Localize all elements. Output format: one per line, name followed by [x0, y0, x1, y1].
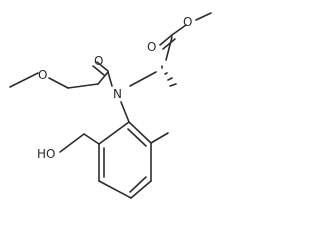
hashed-wedge-bond: [161, 65, 177, 87]
bond-carbonyl-alpha: [165, 36, 173, 61]
bond-ch2-oh: [59, 133, 85, 153]
bond-amide-carbonyl-b: [92, 65, 105, 76]
bond-carbonyl-double-a: [159, 34, 173, 46]
bond-ester-methyl-o: [195, 12, 212, 21]
bond-ring-ch2: [83, 133, 100, 145]
bond-ch2-o: [48, 77, 69, 89]
bond-ester-o-carbonyl: [171, 24, 187, 36]
ester-methyl-oxygen-label: O: [183, 15, 192, 29]
benzene-ring: [98, 121, 152, 199]
bond-carbonyl-double-b: [162, 38, 176, 50]
amide-nitrogen-label: N: [113, 87, 122, 101]
bond-alpha-n: [129, 71, 157, 87]
bond-n-ring: [120, 101, 130, 123]
bond-ring-methyl: [150, 132, 169, 144]
methoxy-oxygen-label: O: [38, 68, 47, 82]
bond-amide-ch2: [97, 71, 109, 85]
bond-amide-carbonyl-a: [96, 61, 109, 72]
molecule-structure: O O O O N HO: [9, 12, 212, 199]
bond-ch2-carbon: [67, 83, 99, 89]
bond-n-amide-carbon: [107, 71, 113, 87]
bond-o-methyl: [9, 72, 39, 88]
amide-carbonyl-oxygen-label: O: [94, 54, 103, 68]
hydroxyl-label: HO: [37, 147, 55, 161]
ester-carbonyl-oxygen-label: O: [147, 40, 156, 54]
